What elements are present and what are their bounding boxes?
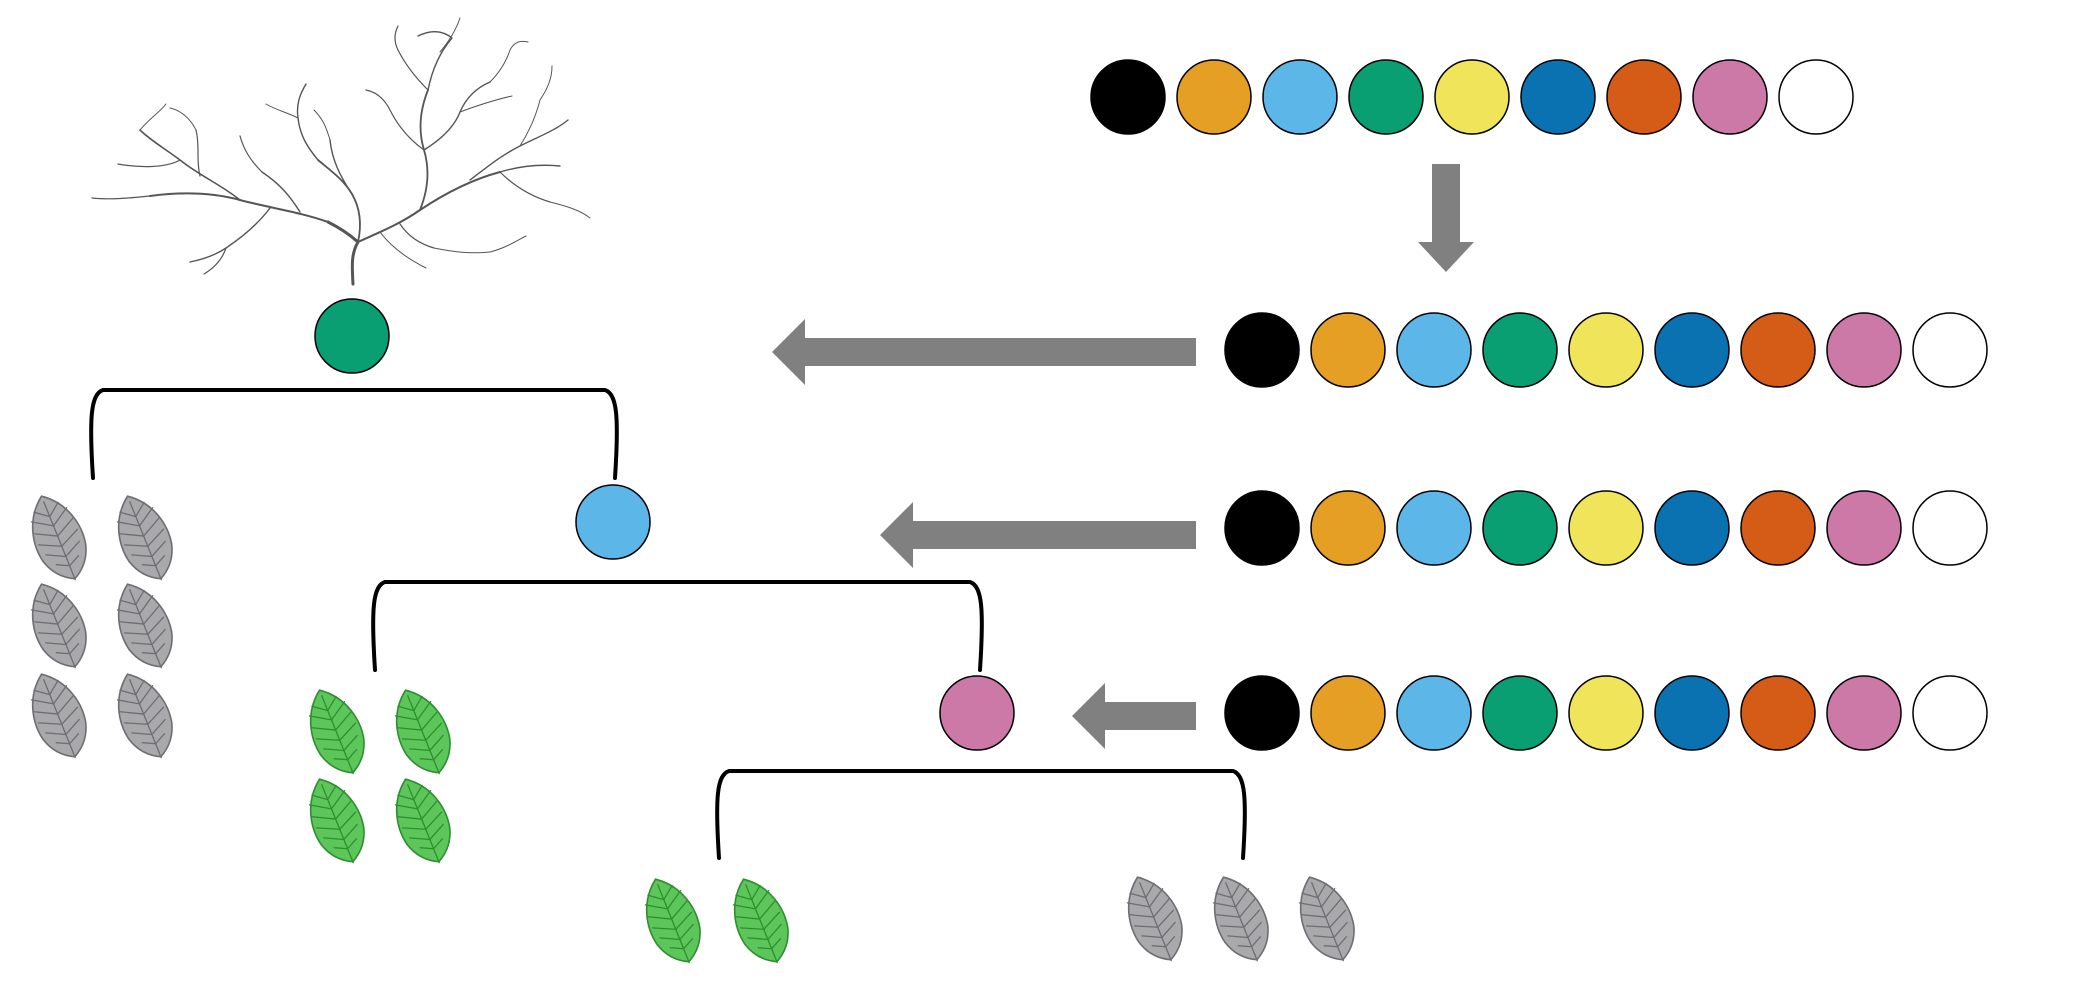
swatch-yellow	[1434, 59, 1510, 135]
leaf-group-level-3-right	[1114, 867, 1367, 971]
level-2-palette	[1224, 490, 1988, 566]
swatch-green	[1482, 490, 1558, 566]
gray-leaf-icon	[18, 486, 99, 590]
swatch-white	[1912, 490, 1988, 566]
bare-tree-icon	[91, 17, 591, 286]
swatch-pink	[1826, 490, 1902, 566]
leaf-group-level-3-left	[632, 869, 801, 973]
source-palette	[1090, 59, 1854, 135]
swatch-vermillion	[1740, 312, 1816, 388]
node-level-3	[939, 675, 1015, 751]
gray-leaf-icon	[104, 486, 185, 590]
swatch-orange	[1176, 59, 1252, 135]
level-3-palette	[1224, 675, 1988, 751]
down-arrow	[1418, 164, 1474, 272]
swatch-vermillion	[1740, 490, 1816, 566]
swatch-yellow	[1568, 312, 1644, 388]
swatch-black	[1224, 675, 1300, 751]
swatch-pink	[1692, 59, 1768, 135]
swatch-sky-blue	[1396, 675, 1472, 751]
left-arrow-level-3	[1072, 683, 1196, 749]
swatch-blue	[1654, 490, 1730, 566]
tree-branches	[89, 388, 1247, 860]
swatch-sky-blue	[1396, 490, 1472, 566]
gray-leaf-icon	[104, 664, 185, 768]
green-leaf-icon	[632, 869, 713, 973]
node-root	[314, 298, 390, 374]
branch-level-2	[371, 580, 984, 672]
tree-nodes	[314, 298, 1015, 751]
swatch-green	[1348, 59, 1424, 135]
gray-leaf-icon	[1200, 867, 1281, 971]
swatch-sky-blue	[1262, 59, 1338, 135]
swatch-black	[1224, 490, 1300, 566]
green-leaf-icon	[382, 769, 463, 873]
gray-leaf-icon	[18, 574, 99, 678]
swatch-yellow	[1568, 490, 1644, 566]
swatch-vermillion	[1606, 59, 1682, 135]
color-palettes	[1090, 59, 1988, 751]
swatch-black	[1224, 312, 1300, 388]
swatch-orange	[1310, 490, 1386, 566]
leaf-group-root-left	[18, 486, 185, 768]
swatch-orange	[1310, 312, 1386, 388]
swatch-white	[1912, 312, 1988, 388]
swatch-pink	[1826, 675, 1902, 751]
swatch-orange	[1310, 675, 1386, 751]
leaf-group-level-2-left	[296, 680, 463, 873]
swatch-green	[1482, 312, 1558, 388]
swatch-white	[1912, 675, 1988, 751]
gray-leaf-icon	[1114, 867, 1195, 971]
swatch-pink	[1826, 312, 1902, 388]
level-1-palette	[1224, 312, 1988, 388]
swatch-green	[1482, 675, 1558, 751]
left-arrow-level-2	[880, 502, 1196, 568]
swatch-blue	[1520, 59, 1596, 135]
green-leaf-icon	[720, 869, 801, 973]
swatch-blue	[1654, 675, 1730, 751]
branch-root	[89, 388, 619, 480]
arrows	[772, 164, 1474, 749]
swatch-sky-blue	[1396, 312, 1472, 388]
swatch-white	[1778, 59, 1854, 135]
green-leaf-icon	[382, 680, 463, 784]
branch-level-3	[715, 769, 1247, 860]
left-arrow-level-1	[772, 319, 1196, 385]
swatch-vermillion	[1740, 675, 1816, 751]
gray-leaf-icon	[104, 574, 185, 678]
gray-leaf-icon	[1286, 867, 1367, 971]
swatch-blue	[1654, 312, 1730, 388]
swatch-black	[1090, 59, 1166, 135]
green-leaf-icon	[296, 680, 377, 784]
swatch-yellow	[1568, 675, 1644, 751]
gray-leaf-icon	[18, 664, 99, 768]
green-leaf-icon	[296, 769, 377, 873]
node-level-2	[575, 484, 651, 560]
